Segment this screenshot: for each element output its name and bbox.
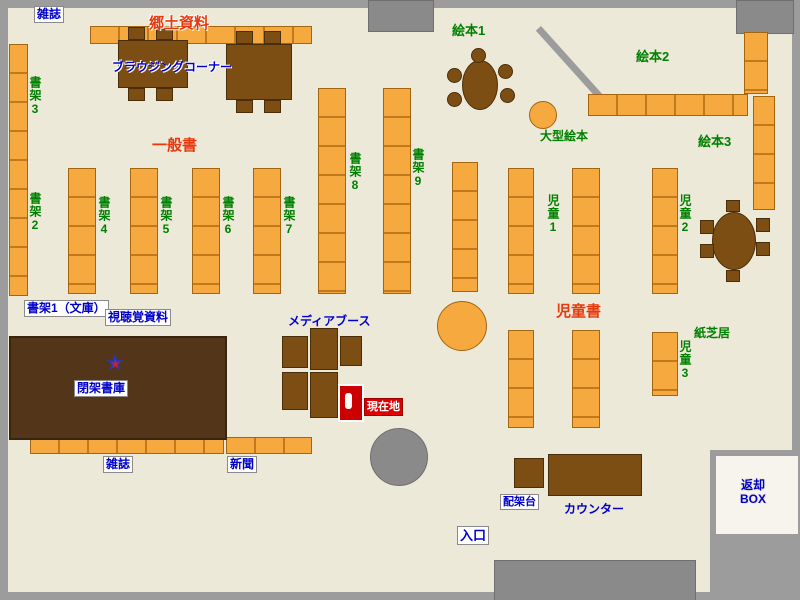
chair	[756, 218, 770, 232]
pillar-top	[368, 0, 434, 32]
media-booth	[282, 372, 308, 410]
chair	[264, 31, 281, 44]
bookshelf-8	[318, 88, 346, 294]
label-shelf9: 書架9	[411, 148, 425, 189]
browsing-table-2	[226, 44, 292, 100]
chair	[726, 270, 740, 282]
wall-right	[792, 0, 800, 600]
bookshelf-newspapers	[226, 437, 312, 454]
label-counter: カウンター	[564, 502, 625, 516]
media-booth	[310, 372, 338, 418]
wall-top-right-block	[736, 0, 794, 34]
entrance-vestibule	[494, 560, 696, 600]
bookshelf-7	[253, 168, 281, 294]
chair	[236, 31, 253, 44]
pillar-round	[370, 428, 428, 486]
label-av-materials: 視聴覚資料	[105, 309, 172, 326]
children-table	[712, 212, 756, 270]
label-kamishibai: 紙芝居	[694, 326, 731, 340]
bookshelf-left-wall	[9, 44, 28, 296]
label-children3: 児童3	[678, 340, 692, 381]
chair	[700, 220, 714, 234]
media-booth	[340, 336, 362, 366]
bookshelf-children-1	[508, 168, 534, 294]
chair	[471, 48, 486, 63]
label-shelf5: 書架5	[159, 196, 173, 237]
label-shelf7: 書架7	[282, 196, 296, 237]
round-table-center	[437, 301, 487, 351]
current-location-marker: 現在地	[364, 398, 403, 416]
shelving-stand	[514, 458, 544, 488]
bookshelf-children-2	[652, 168, 678, 294]
bookshelf-9	[383, 88, 411, 294]
chair	[128, 88, 145, 101]
browsing-table-1	[118, 40, 188, 88]
chair	[264, 100, 281, 113]
bookshelf-local-materials	[90, 26, 312, 44]
label-shelving-stand: 配架台	[500, 494, 539, 510]
chair	[700, 244, 714, 258]
label-media-booth: メディアブース	[288, 314, 371, 328]
location-star-inner-icon: ★	[110, 357, 121, 371]
label-magazines-bottom: 雑誌	[103, 456, 134, 473]
label-return-line1: 返却	[740, 478, 765, 492]
bookshelf-children-mid	[572, 168, 600, 294]
wall-bottom	[0, 592, 800, 600]
label-shelf6: 書架6	[221, 196, 235, 237]
label-large-picture-books: 大型絵本	[540, 129, 589, 143]
label-general-books: 一般書	[152, 137, 198, 154]
label-shelf4: 書架4	[97, 196, 111, 237]
wall-bottom-right	[710, 534, 800, 600]
chair	[156, 27, 173, 40]
label-children1: 児童1	[546, 194, 560, 235]
label-picture-books3: 絵本3	[698, 134, 732, 149]
chair	[500, 88, 515, 103]
location-star-icon: ★	[105, 350, 125, 375]
large-picture-books-stand	[529, 101, 557, 129]
bookshelf-picture-books-2	[588, 94, 748, 116]
label-picture-books1: 絵本1	[452, 23, 486, 38]
wall-left	[0, 0, 8, 600]
bookshelf-6	[192, 168, 220, 294]
label-shelf8: 書架8	[348, 152, 362, 193]
chair	[756, 242, 770, 256]
chair	[447, 68, 462, 83]
label-return-box: 返却 BOX	[722, 478, 784, 506]
label-magazines-top: 雑誌	[34, 6, 65, 23]
media-booth	[310, 328, 338, 370]
picture-books-table	[462, 60, 498, 110]
bookshelf-right-wall	[753, 96, 775, 210]
label-entrance: 入口	[457, 526, 490, 545]
label-shelf3: 書架3	[28, 76, 42, 117]
media-booth-seat	[345, 393, 352, 409]
label-shelf2: 書架2	[28, 192, 42, 233]
media-booth-current	[338, 384, 364, 422]
chair	[447, 92, 462, 107]
wall-diagonal	[535, 26, 606, 103]
label-browsing-corner: ブラウジングコーナー	[112, 60, 233, 74]
bookshelf-children-3	[652, 332, 678, 396]
label-newspapers: 新聞	[227, 456, 258, 473]
bookshelf-top-right-corner	[744, 32, 768, 94]
counter-desk	[548, 454, 642, 496]
bookshelf-center	[452, 162, 478, 292]
label-children2: 児童2	[678, 194, 692, 235]
chair	[726, 200, 740, 212]
media-booth	[282, 336, 308, 368]
label-return-line2: BOX	[739, 492, 766, 506]
chair	[498, 64, 513, 79]
bookshelf-5	[130, 168, 158, 294]
bookshelf-children-lower-a	[508, 330, 534, 428]
chair	[156, 88, 173, 101]
label-closed-stacks: 閉架書庫	[74, 380, 129, 397]
label-picture-books2: 絵本2	[636, 49, 670, 64]
bookshelf-4	[68, 168, 96, 294]
chair	[236, 100, 253, 113]
chair	[128, 27, 145, 40]
label-children-books: 児童書	[556, 303, 602, 320]
return-box-room	[710, 450, 798, 540]
label-shelf1-bunko: 書架1（文庫）	[24, 300, 109, 317]
bookshelf-children-lower-b	[572, 330, 600, 428]
label-local-materials: 郷土資料	[149, 15, 210, 32]
